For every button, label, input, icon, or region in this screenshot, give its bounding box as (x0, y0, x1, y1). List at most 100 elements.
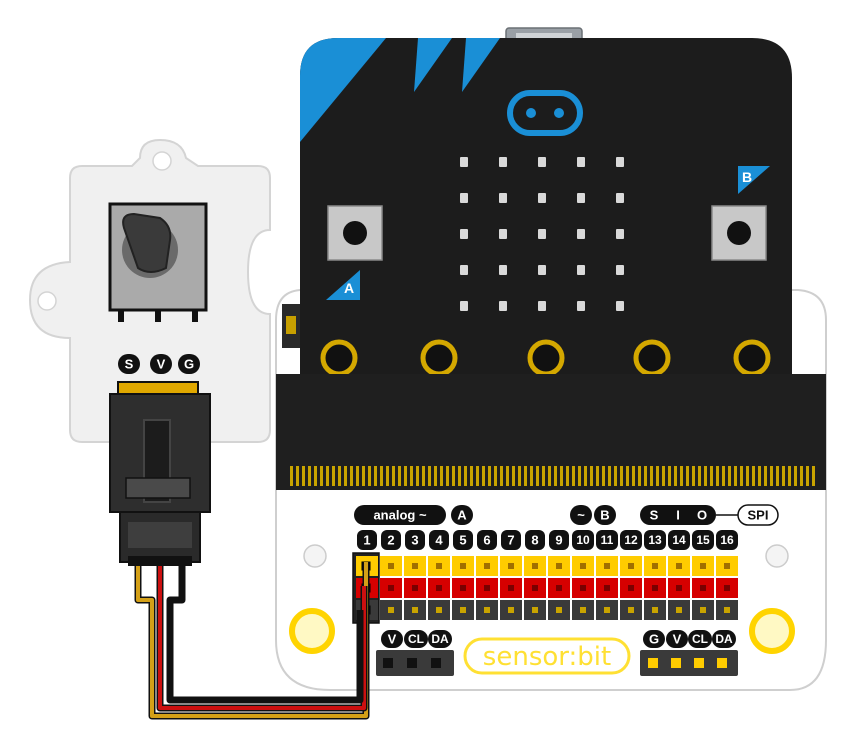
pin-number-badge (549, 530, 569, 550)
edge-tooth (812, 466, 815, 486)
header-pin-pad (412, 585, 418, 591)
tag-b-bg (594, 505, 616, 525)
header-pin-pad (508, 607, 514, 613)
edge-tooth (458, 466, 461, 486)
header-pin-pad (580, 607, 586, 613)
edge-tooth (740, 466, 743, 486)
tag-pwm: ~ (577, 508, 585, 523)
edge-tooth (542, 466, 545, 486)
brand-text: sensor:bit (483, 642, 611, 672)
pin-number: 2 (387, 533, 394, 548)
i2c-right-cl: CL (692, 632, 708, 646)
led (616, 301, 624, 311)
edge-tooth (470, 466, 473, 486)
edge-tooth (518, 466, 521, 486)
edge-tooth (794, 466, 797, 486)
pin-number: 16 (720, 533, 734, 547)
mount-hole-bottom-right (749, 608, 795, 654)
led (460, 193, 468, 203)
header-pin-pad (388, 585, 394, 591)
led (499, 301, 507, 311)
pin-number: 8 (531, 533, 538, 548)
header-pin-pad (460, 607, 466, 613)
header-pin-pad (604, 585, 610, 591)
button-b-label: B (742, 169, 752, 185)
edge-tooth (692, 466, 695, 486)
led (460, 301, 468, 311)
edge-tooth (710, 466, 713, 486)
edge-tooth (500, 466, 503, 486)
edge-tooth (608, 466, 611, 486)
edge-tooth (308, 466, 311, 486)
tag-s: S (650, 508, 659, 523)
edge-tooth (560, 466, 563, 486)
header-pin-pad (508, 585, 514, 591)
pin-number: 5 (459, 533, 466, 548)
led (460, 229, 468, 239)
pin-number-badge (620, 530, 642, 550)
header-pin-pad (628, 585, 634, 591)
edge-tooth (416, 466, 419, 486)
led (499, 229, 507, 239)
pin-number: 3 (411, 533, 418, 548)
edge-tooth (746, 466, 749, 486)
tag-o: O (697, 508, 707, 523)
tag-sio-bg (640, 505, 716, 525)
edge-tooth (446, 466, 449, 486)
header-pin-pad (700, 607, 706, 613)
edge-tooth (620, 466, 623, 486)
led (499, 265, 507, 275)
header-pin-pad (676, 607, 682, 613)
header-pin-pad (676, 563, 682, 569)
pin-number-badge (429, 530, 449, 550)
header-pin-pad (532, 563, 538, 569)
tag-spi-bg (737, 504, 779, 526)
edge-tooth (698, 466, 701, 486)
led (538, 301, 546, 311)
pin-number: 1 (363, 533, 370, 548)
header-pin-pad (532, 607, 538, 613)
header-pin-pad (724, 585, 730, 591)
potentiometer-module: S V G (28, 138, 271, 566)
header-pin-pad (628, 563, 634, 569)
led (577, 157, 585, 167)
tag-analog (354, 505, 446, 525)
edge-tooth (572, 466, 575, 486)
pin-number-badge (453, 530, 473, 550)
header-pin-pad (556, 607, 562, 613)
header-pin-pad (724, 607, 730, 613)
edge-tooth (590, 466, 593, 486)
pin-number: 13 (648, 533, 662, 547)
edge-tooth (296, 466, 299, 486)
header-pin-pad (580, 563, 586, 569)
edge-tooth (650, 466, 653, 486)
edge-tooth (548, 466, 551, 486)
pin-label-s: S (125, 357, 134, 372)
i2c-left-v: V (388, 632, 397, 647)
button-a[interactable] (327, 205, 383, 261)
edge-tooth (362, 466, 365, 486)
edge-tooth (290, 466, 293, 486)
header-pin-pad (460, 563, 466, 569)
edge-tooth (398, 466, 401, 486)
potentiometer-knob[interactable] (122, 212, 178, 278)
edge-tooth (686, 466, 689, 486)
edge-tooth (626, 466, 629, 486)
edge-tooth (494, 466, 497, 486)
edge-tooth (782, 466, 785, 486)
microbit-logo (507, 90, 583, 136)
edge-connector-slot (276, 374, 826, 490)
pin-number-badge (477, 530, 497, 550)
header-pin-pad (388, 607, 394, 613)
button-b[interactable] (711, 205, 767, 261)
header-pin-pad (652, 585, 658, 591)
edge-tooth (674, 466, 677, 486)
led-matrix (460, 157, 624, 311)
pin-number: 7 (507, 533, 514, 548)
edge-tooth (668, 466, 671, 486)
edge-tooth (602, 466, 605, 486)
edge-tooth (638, 466, 641, 486)
i2c-header-right: G V CL DA (640, 630, 738, 676)
edge-tooth (566, 466, 569, 486)
edge-tooth (596, 466, 599, 486)
